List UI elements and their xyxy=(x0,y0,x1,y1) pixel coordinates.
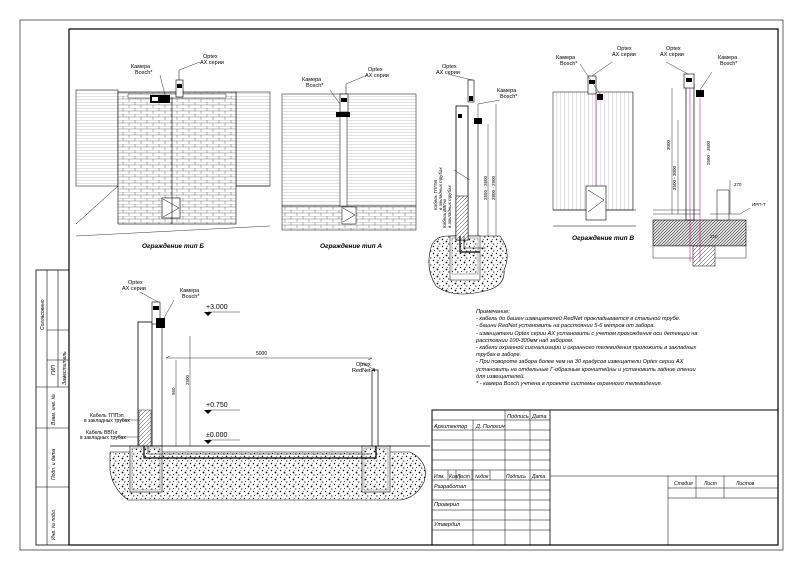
main-rednet-label-1: Optex xyxy=(356,362,371,368)
center-cable-ttp-label-2: в закладных трубах xyxy=(438,166,443,210)
fence-b-camera-label-1: Камера xyxy=(131,64,151,70)
tb-architect-name: Д. Пологич xyxy=(475,424,505,430)
main-optex-label-1: Optex xyxy=(128,280,143,286)
notes-line: - извещатели Optex серии AX установить с… xyxy=(476,330,698,337)
fence-b-camera-label-2: Bosch* xyxy=(135,70,153,76)
tb-ndok: №док xyxy=(475,474,489,480)
notes-line: - кабель до башен извещателей RedNet про… xyxy=(476,316,681,323)
tb-sign-header: Подпись xyxy=(507,414,529,420)
main-cable-ttp-label-1: Кабель ТППэп xyxy=(90,413,124,419)
center-camera-label-2: Bosch* xyxy=(500,94,518,100)
fence-a-optex-label-2: AX серии xyxy=(365,73,389,79)
fence-v-camera-label-2: Bosch* xyxy=(560,61,578,67)
main-camera-label-1: Камера xyxy=(180,288,200,294)
main-cable-ttp-label-2: в закладных трубах xyxy=(84,418,130,424)
fence-b-optex-label-2: AX серии xyxy=(200,60,224,66)
elevation-3000: +3.000 xyxy=(206,304,228,311)
tb-utverdil: Утвердил xyxy=(433,522,460,528)
notes-line: - башни RedNet установить на расстоянии … xyxy=(476,323,656,330)
fence-a-camera-label-2: Bosch* xyxy=(306,83,324,89)
notes-line: расстоянии 100-300мм над забором. xyxy=(476,337,574,344)
stamp-inv-podl: Инв. № подл. xyxy=(51,509,57,540)
elevation-0750: +0.750 xyxy=(206,402,228,409)
right-camera-label-2: Bosch* xyxy=(720,61,738,67)
notes-block: Примечание: - кабель до башен извещателе… xyxy=(476,309,746,388)
side-stamp: Согласовано ГИП Заместитель Взам. инв. №… xyxy=(35,269,70,546)
main-optex-label-2: AX серии xyxy=(122,286,146,292)
notes-line: - При повороте забора более чем на 30 гр… xyxy=(476,359,684,366)
center-dim-2550-2600: 2550 - 2600 xyxy=(483,175,488,200)
notes-title: Примечание: xyxy=(476,309,510,315)
stamp-gip: ГИП xyxy=(51,365,57,375)
right-section-detail: Optex AX серии Камера Bosch* 3000 2500 -… xyxy=(652,46,766,267)
main-cable-vvg-label-1: Кабель ВВГнг xyxy=(86,430,118,436)
tb-listov: Листов xyxy=(735,481,755,487)
right-optex-label-1: Optex xyxy=(666,46,681,52)
right-dim-3000: 3000 xyxy=(666,139,671,150)
center-optex-label-2: AX серии xyxy=(436,70,460,76)
fence-a-camera-label-1: Камера xyxy=(302,77,322,83)
tb-date: Дата xyxy=(531,474,545,480)
center-cable-vvg-label-1: Кабель ВВГнг xyxy=(442,198,447,228)
right-dim-270: 270 xyxy=(734,182,742,187)
right-optex-label-2: AX серии xyxy=(660,52,684,58)
right-dim-210: 210 xyxy=(710,234,718,239)
notes-line: установить на отдельные Г-образные кронш… xyxy=(476,366,696,373)
main-cable-vvg-label-2: в закладных трубах xyxy=(80,435,126,441)
fence-b-optex-label-1: Optex xyxy=(203,54,218,60)
stamp-soglasovano: Согласовано xyxy=(40,299,46,330)
notes-line: трубах в заборе. xyxy=(476,352,522,359)
tb-list: Лист xyxy=(456,474,470,480)
fence-v-optex-label-2: AX серии xyxy=(612,52,636,58)
center-cable-ttp-label-1: Кабель ТППэп xyxy=(433,179,438,210)
fence-type-v-title: Ограждение тип В xyxy=(572,234,634,242)
tb-izm: Изм. xyxy=(434,474,445,480)
notes-line: для извещателей. xyxy=(476,373,525,380)
main-camera-label-2: Bosch* xyxy=(182,294,200,300)
fence-type-b-title: Ограждение тип Б xyxy=(142,242,204,250)
dim-950: 950 xyxy=(171,387,176,395)
right-dim-2500-3500: 2500 - 3500 xyxy=(706,140,711,165)
fence-v-optex-label-1: Optex xyxy=(617,46,632,52)
notes-line: - кабели охранной сигнализации и охранно… xyxy=(476,345,697,352)
right-pipe-label: ИРП-T xyxy=(752,202,766,207)
center-dim-2800-2900: 2800 - 2900 xyxy=(491,175,496,200)
title-block: Подпись Дата Архитектор Д. Пологич Изм. … xyxy=(431,409,779,546)
tb-sign: Подпись xyxy=(506,474,526,480)
dim-2500: 2500 xyxy=(185,374,190,385)
fence-a-optex-label-1: Optex xyxy=(368,67,383,73)
outer-frame xyxy=(19,19,784,551)
notes-line: * - камера Bosch учтена в проекте систем… xyxy=(476,381,663,388)
stamp-zamestitel: Заместитель xyxy=(62,351,68,385)
center-cable-vvg-label-2: в закладных трубах xyxy=(447,184,452,228)
tb-architect-role: Архитектор xyxy=(433,424,467,430)
fence-type-a-title: Ограждение тип А xyxy=(320,242,382,250)
tb-date-header: Дата xyxy=(531,414,547,420)
tb-list-col: Лист xyxy=(703,481,717,487)
main-section-drawing: Optex AX серии Камера Bosch* Optex RedNe… xyxy=(80,280,430,501)
fence-type-a-elevation: Optex AX серии Камера Bosch* Ограждение … xyxy=(281,67,417,250)
stamp-vzam-inv: Взам. инв. № xyxy=(51,393,57,425)
tb-stadiya: Стадия xyxy=(674,481,693,487)
fence-type-v-elevation: Optex AX серии Камера Bosch* Ограждение … xyxy=(552,46,636,242)
elevation-0000: ±0.000 xyxy=(206,432,227,439)
center-camera-label-1: Камера xyxy=(497,88,517,94)
fence-v-camera-label-1: Камера xyxy=(556,55,576,61)
main-rednet-label-2: RedNet 4 xyxy=(352,368,375,374)
right-dim-2500-3000: 2500 - 3000 xyxy=(672,165,677,190)
post-section-detail: Optex AX серии Камера Bosch* Кабель ВВГн… xyxy=(428,64,518,295)
stamp-podp-data: Подп. и дата xyxy=(51,448,57,480)
dim-5000: 5000 xyxy=(256,351,267,357)
fence-type-b-elevation: Optex AX серии Камера Bosch* Ограждение … xyxy=(75,54,271,250)
tb-proveril: Проверил xyxy=(434,502,459,508)
center-optex-label-1: Optex xyxy=(442,64,457,70)
tb-razrabotal: Разработал xyxy=(434,484,466,490)
tb-kol-uch: Кол.у xyxy=(449,474,462,480)
right-camera-label-1: Камера xyxy=(718,55,738,61)
